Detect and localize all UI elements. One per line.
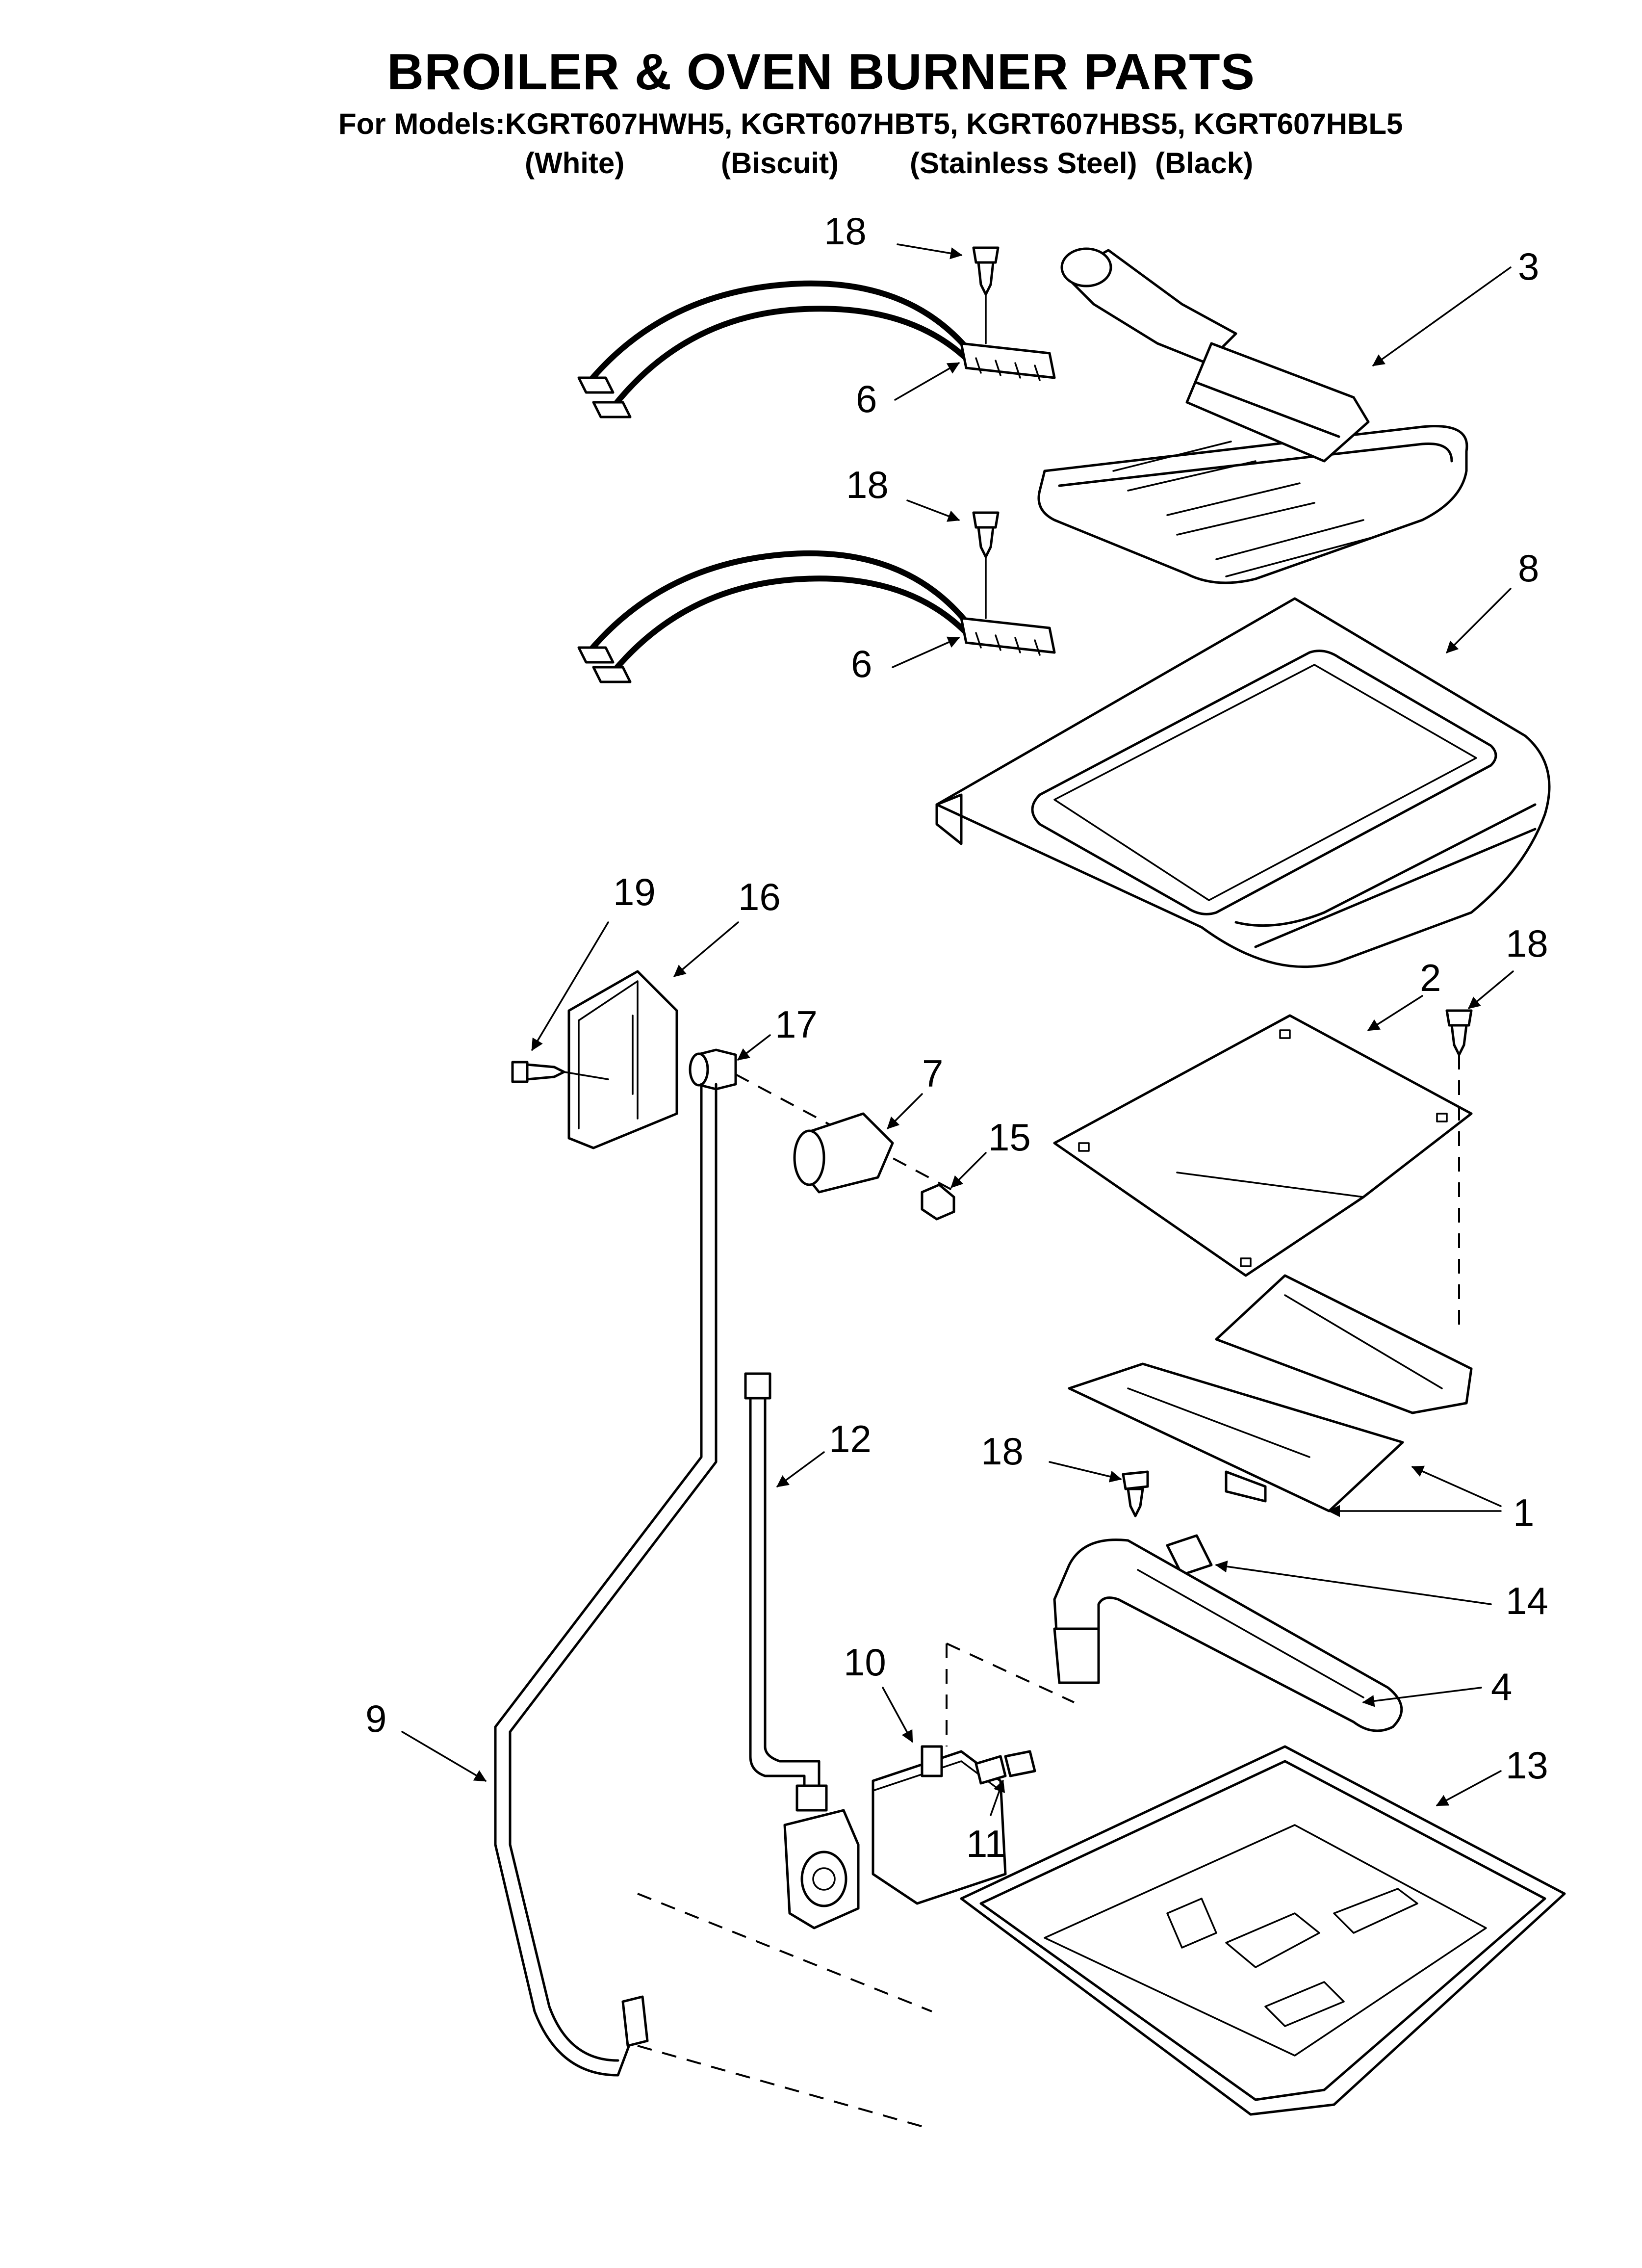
callout-12: 12 xyxy=(829,1417,872,1460)
callout-8: 8 xyxy=(1518,547,1539,590)
callout-15: 15 xyxy=(988,1116,1031,1159)
callout-6-lower: 6 xyxy=(851,642,872,685)
screw-part-11 xyxy=(975,1750,1036,1785)
hex-nut-part-15 xyxy=(921,1183,955,1221)
callout-10: 10 xyxy=(844,1641,886,1684)
callout-3: 3 xyxy=(1518,245,1539,288)
callout-2: 2 xyxy=(1420,956,1441,999)
dashed-connector-valve xyxy=(637,1893,932,2012)
callout-18-lower: 18 xyxy=(981,1430,1024,1473)
page-title: BROILER & OVEN BURNER PARTS xyxy=(386,44,1256,101)
drip-pan-part-13 xyxy=(960,1745,1566,2116)
callout-labels: 18 3 6 18 8 6 19 16 18 2 17 7 15 12 18 1… xyxy=(365,209,1548,1865)
screw-part-18-middle xyxy=(972,511,1000,619)
callout-11: 11 xyxy=(966,1822,1006,1865)
callout-18-right: 18 xyxy=(1506,922,1548,965)
screw-part-18-lower xyxy=(1122,1470,1149,1517)
callout-16: 16 xyxy=(738,875,781,918)
wire-harness-part-6-lower xyxy=(577,550,1056,683)
broiler-burner-part-3 xyxy=(1037,247,1468,584)
clip-part-14 xyxy=(1166,1534,1213,1576)
callout-7: 7 xyxy=(922,1052,943,1095)
callout-9: 9 xyxy=(365,1697,386,1740)
broiler-cover-part-8 xyxy=(935,597,1551,968)
callout-18-mid: 18 xyxy=(846,463,889,506)
color-black: (Black) xyxy=(1155,147,1254,180)
gas-tube-part-9 xyxy=(494,1083,718,2077)
callout-1: 1 xyxy=(1513,1491,1534,1534)
color-stainless-steel: (Stainless Steel) xyxy=(910,147,1137,180)
orifice-hood-part-7 xyxy=(793,1112,894,1194)
bracket-part-16 xyxy=(567,970,678,1149)
callout-18-top: 18 xyxy=(824,209,867,253)
callout-19: 19 xyxy=(613,870,656,913)
burner-brackets-part-1 xyxy=(1068,1274,1473,1512)
model-list: For Models:KGRT607HWH5, KGRT607HBT5, KGR… xyxy=(338,107,1403,140)
callout-17: 17 xyxy=(775,1003,818,1046)
screw-part-19 xyxy=(511,1061,609,1083)
shield-part-2 xyxy=(1053,1014,1473,1277)
callout-4: 4 xyxy=(1491,1665,1512,1708)
gas-valve-part-10 xyxy=(783,1643,1007,1929)
callout-6-upper: 6 xyxy=(856,377,877,420)
wire-harness-part-6-upper xyxy=(577,280,1056,418)
callout-14: 14 xyxy=(1506,1579,1548,1622)
screw-part-18-upper xyxy=(972,246,1000,344)
color-biscuit: (Biscuit) xyxy=(721,147,839,180)
fitting-part-17 xyxy=(689,1048,957,1193)
color-white: (White) xyxy=(525,147,625,180)
callout-arrows xyxy=(401,243,1514,1816)
dashed-connector-9 xyxy=(637,2045,932,2130)
gas-tube-part-12 xyxy=(744,1372,828,1812)
oven-burner-part-4 xyxy=(946,1538,1403,1732)
callout-13: 13 xyxy=(1506,1744,1548,1787)
screw-part-18-right xyxy=(1445,1009,1473,1334)
